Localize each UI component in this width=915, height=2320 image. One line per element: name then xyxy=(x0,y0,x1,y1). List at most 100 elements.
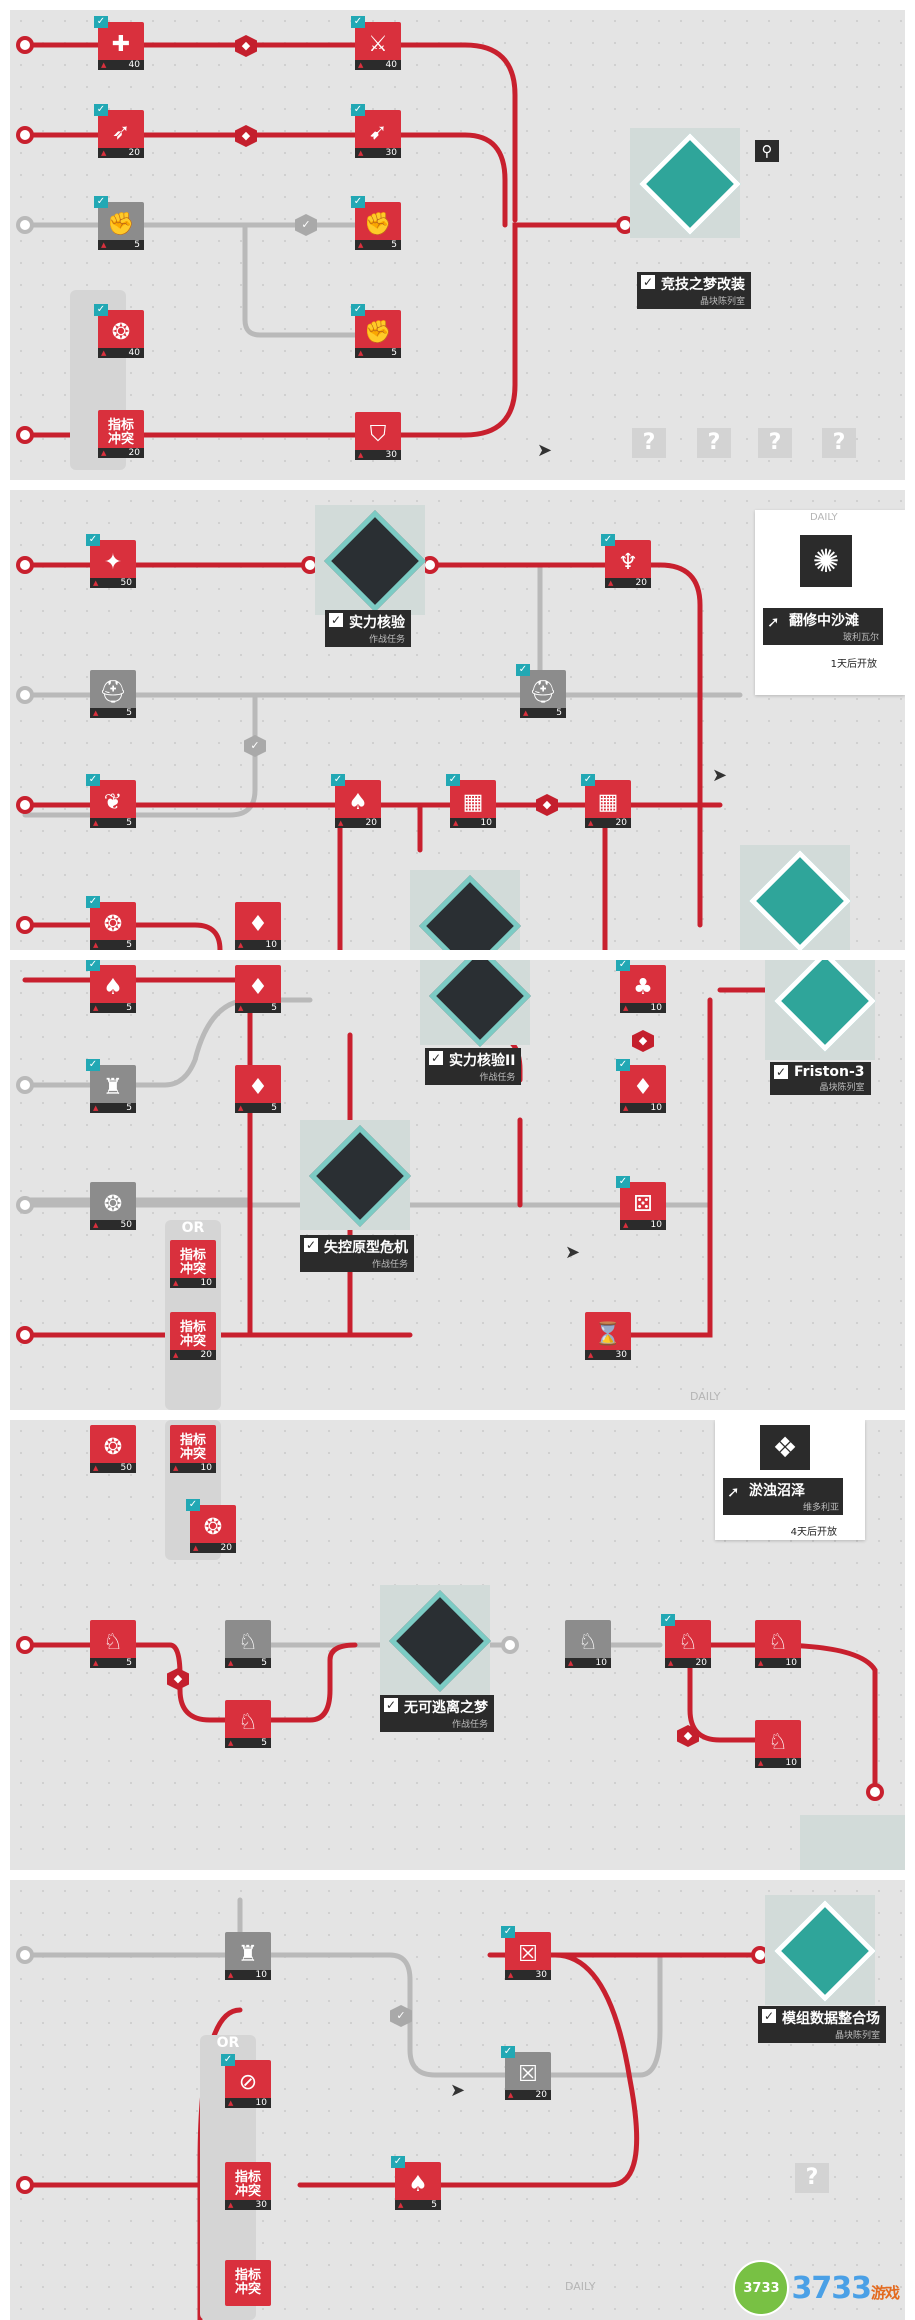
node-p2-b[interactable]: ♆✓20 xyxy=(601,534,651,588)
node-p1-b[interactable]: ⚔✓40 xyxy=(351,16,401,70)
stage-label: ✓模组数据整合场晶块陈列室 xyxy=(758,2006,886,2043)
node-p4-a[interactable]: ❂50 xyxy=(90,1425,136,1473)
node-p4-h[interactable]: ♘10 xyxy=(755,1620,801,1668)
node-value: 5 xyxy=(225,1738,271,1748)
node-p1-e[interactable]: ✊✓5 xyxy=(94,196,144,250)
node-value: 20 xyxy=(505,2090,551,2100)
node-p1-f[interactable]: ✊✓5 xyxy=(351,196,401,250)
zoom-button[interactable]: ⚲ xyxy=(755,140,779,162)
stage-node-check-2[interactable] xyxy=(410,870,521,950)
node-p4-f[interactable]: ♘10 xyxy=(565,1620,611,1668)
node-p2-a[interactable]: ✦✓50 xyxy=(86,534,136,588)
node-p5-unlock-2[interactable]: 指标 冲突 xyxy=(225,2260,271,2306)
node-p2-f[interactable]: ♠✓20 xyxy=(331,774,381,828)
unknown-node[interactable]: ? xyxy=(632,428,666,458)
stage-label: ✓无可逃离之梦作战任务 xyxy=(380,1695,494,1732)
unlock-label: 指标 冲突 xyxy=(225,2260,271,2306)
node-p2-c[interactable]: ⛑5 xyxy=(90,670,136,718)
node-p4-c[interactable]: ♘5 xyxy=(90,1620,136,1668)
node-p4-b[interactable]: ❂✓20 xyxy=(186,1499,236,1553)
node-value: 5 xyxy=(520,708,566,718)
node-p1-unlock[interactable]: 指标 冲突20 xyxy=(98,410,144,458)
check-icon: ✓ xyxy=(86,1059,100,1071)
node-value: 20 xyxy=(335,818,381,828)
node-p5-unlock-1[interactable]: 指标 冲突30 xyxy=(225,2162,271,2210)
node-p2-d[interactable]: ⛑✓5 xyxy=(516,664,566,718)
node-value: 10 xyxy=(755,1758,801,1768)
node-p5-e[interactable]: ♠✓5 xyxy=(391,2156,441,2210)
node-value: 20 xyxy=(605,578,651,588)
hex-connector: ✓ xyxy=(390,2005,412,2027)
node-p3-g[interactable]: ❂50 xyxy=(90,1182,136,1230)
sun-icon: ✺ xyxy=(800,535,852,587)
side-stage-card[interactable]: ❖ ➚淤浊沼泽维多利亚 4天后开放 xyxy=(715,1420,865,1540)
hex-connector: ◆ xyxy=(235,125,257,147)
node-p5-c[interactable]: ☒✓20 xyxy=(501,2046,551,2100)
node-p1-h[interactable]: ✊✓5 xyxy=(351,304,401,358)
node-p1-c[interactable]: ➶✓20 xyxy=(94,104,144,158)
unknown-node[interactable]: ? xyxy=(697,428,731,458)
node-p5-d[interactable]: ⊘✓10 xyxy=(221,2054,271,2108)
node-p3-e[interactable]: ♦5 xyxy=(235,1065,281,1113)
unknown-node[interactable]: ? xyxy=(758,428,792,458)
node-p3-d[interactable]: ♜✓5 xyxy=(86,1059,136,1113)
node-p4-e[interactable]: ♘5 xyxy=(225,1700,271,1748)
hex-connector: ✓ xyxy=(244,735,266,757)
side-stage-card[interactable]: DAILY ✺ ➚翻修中沙滩玻利瓦尔 1天后开放 xyxy=(755,510,905,695)
node-p3-a[interactable]: ♠✓5 xyxy=(86,960,136,1013)
stage-node-dream[interactable] xyxy=(380,1585,491,1695)
node-value: 10 xyxy=(225,1970,271,1980)
node-p1-d[interactable]: ➹✓30 xyxy=(351,104,401,158)
tech-tree-panel-5: ♜10 ☒✓30 ✓ ☒✓20 OR ⊘✓10 指标 冲突30 ♠✓5 指标 冲… xyxy=(10,1880,905,2320)
stage-node-main[interactable] xyxy=(630,128,741,238)
node-value: 30 xyxy=(225,2200,271,2210)
node-p1-g[interactable]: ❂✓40 xyxy=(94,304,144,358)
node-p3-b[interactable]: ♦5 xyxy=(235,965,281,1013)
node-p3-i[interactable]: ⌛30 xyxy=(585,1312,631,1360)
stage-label: ✓实力核验作战任务 xyxy=(325,610,411,647)
check-icon: ✓ xyxy=(94,104,108,116)
path-lines xyxy=(16,36,634,444)
node-p3-c[interactable]: ♣✓10 xyxy=(616,960,666,1013)
check-icon: ✓ xyxy=(86,774,100,786)
node-p3-f[interactable]: ♦✓10 xyxy=(616,1059,666,1113)
node-p3-h[interactable]: ⚄✓10 xyxy=(616,1176,666,1230)
node-p3-unlock-1[interactable]: 指标 冲突10 xyxy=(170,1240,216,1288)
node-p2-g[interactable]: ▦✓10 xyxy=(446,774,496,828)
node-p2-j[interactable]: ♦10 xyxy=(235,902,281,950)
node-value: 10 xyxy=(170,1463,216,1473)
node-p1-a[interactable]: ✚✓40 xyxy=(94,16,144,70)
node-p2-i[interactable]: ❂✓5 xyxy=(86,896,136,950)
node-p2-h[interactable]: ▦✓20 xyxy=(581,774,631,828)
brand-text: 3733游戏 xyxy=(791,2270,900,2306)
node-value: 10 xyxy=(170,1278,216,1288)
node-p3-unlock-2[interactable]: 指标 冲突20 xyxy=(170,1312,216,1360)
mouse-cursor: ➤ xyxy=(537,440,553,461)
node-value: 10 xyxy=(620,1003,666,1013)
stage-node-friston[interactable] xyxy=(740,845,851,950)
crystal-icon xyxy=(309,1125,411,1227)
node-p4-unlock[interactable]: 指标 冲突10 xyxy=(170,1425,216,1473)
stage-node-check-2[interactable] xyxy=(420,960,531,1047)
stage-node-partial[interactable] xyxy=(800,1815,905,1870)
check-icon: ✓ xyxy=(86,534,100,546)
check-icon: ✓ xyxy=(94,196,108,208)
check-icon: ✓ xyxy=(391,2156,405,2168)
node-p5-b[interactable]: ☒✓30 xyxy=(501,1926,551,1980)
node-value: 20 xyxy=(98,448,144,458)
crystal-icon xyxy=(639,133,741,235)
node-p4-i[interactable]: ♘10 xyxy=(755,1720,801,1768)
node-p1-i[interactable]: ⛉30 xyxy=(355,412,401,460)
unknown-node[interactable]: ? xyxy=(795,2163,829,2193)
unknown-node[interactable]: ? xyxy=(822,428,856,458)
stage-node-crisis[interactable] xyxy=(300,1120,411,1230)
node-p4-g[interactable]: ♘✓20 xyxy=(661,1614,711,1668)
check-icon: ✓ xyxy=(601,534,615,546)
node-p4-d[interactable]: ♘5 xyxy=(225,1620,271,1668)
stage-node-friston[interactable] xyxy=(765,960,876,1060)
node-p5-a[interactable]: ♜10 xyxy=(225,1932,271,1980)
stage-node-check[interactable] xyxy=(315,505,426,615)
node-p2-e[interactable]: ❦✓5 xyxy=(86,774,136,828)
stage-node-module[interactable] xyxy=(765,1895,876,2005)
